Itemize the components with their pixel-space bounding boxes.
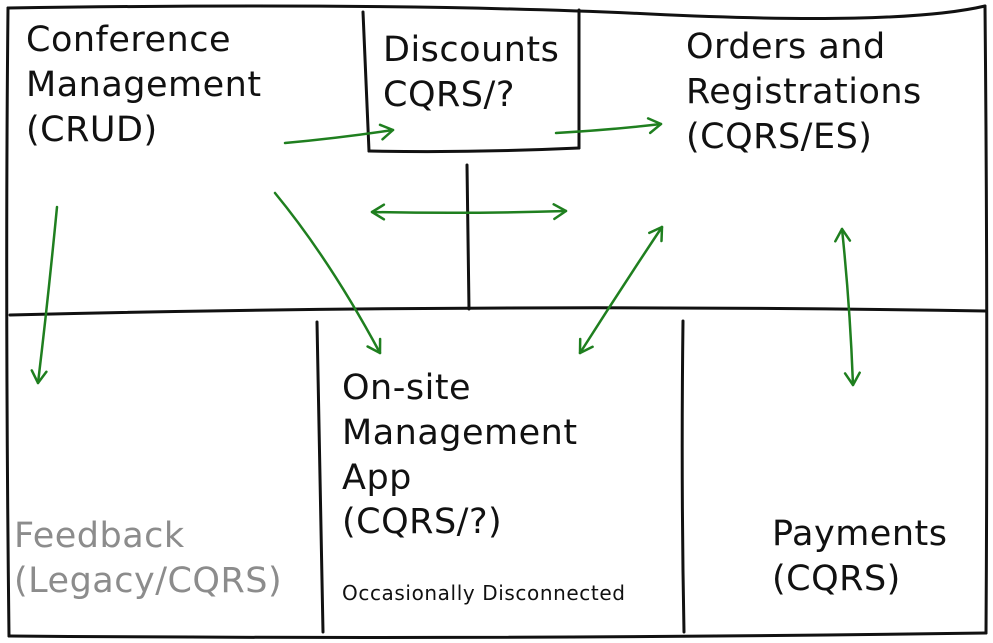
arrow-double-horizontal-head-end xyxy=(552,203,568,221)
arrow-double-horizontal xyxy=(370,209,568,215)
onsite-note: Occasionally Disconnected xyxy=(342,581,626,605)
arrow-conference-to-onsite-head-end xyxy=(366,337,382,355)
feedback-box-divider xyxy=(315,320,325,634)
discounts-box-left xyxy=(361,10,371,153)
discounts-line2: CQRS/? xyxy=(383,74,515,115)
payments-line1: Payments xyxy=(772,514,948,554)
onsite-line1: On-site xyxy=(342,368,472,408)
arrow-conference-to-discounts xyxy=(283,128,395,145)
payments-box-divider xyxy=(680,319,686,634)
context-discounts: Discounts CQRS/? xyxy=(383,28,559,118)
arrow-double-onsite-orders-head-start xyxy=(578,337,594,355)
arrow-double-onsite-orders xyxy=(578,225,664,355)
arrow-double-horizontal-head-start xyxy=(370,203,386,221)
orders-registrations-line2: Registrations xyxy=(686,71,922,112)
feedback-line2: (Legacy/CQRS) xyxy=(14,560,283,601)
context-orders-registrations: Orders and Registrations (CQRS/ES) xyxy=(686,25,922,159)
arrow-conference-to-onsite xyxy=(273,191,382,355)
arrow-conference-to-feedback-head-end xyxy=(30,369,48,385)
context-onsite-management: On-site Management App (CQRS/?) xyxy=(342,366,578,545)
horizontal-divider xyxy=(8,306,988,317)
onsite-line2: Management xyxy=(342,412,578,453)
outer-border-right xyxy=(983,4,989,635)
conference-management-line2: Management xyxy=(26,64,262,105)
arrow-conference-to-discounts-head-end xyxy=(378,123,395,141)
feedback-line1: Feedback xyxy=(14,516,185,556)
middle-vertical-divider xyxy=(465,163,471,311)
arrow-double-orders-payments-head-start xyxy=(834,227,852,243)
outer-border-left xyxy=(5,6,11,638)
orders-registrations-line3: (CQRS/ES) xyxy=(686,116,873,157)
onsite-line4: (CQRS/?) xyxy=(342,502,503,543)
arrow-discounts-to-orders-head-end xyxy=(646,117,663,135)
arrow-double-orders-payments xyxy=(840,227,855,387)
arrow-conference-to-feedback xyxy=(36,205,59,385)
arrow-double-onsite-orders-head-end xyxy=(648,225,664,243)
payments-line2: (CQRS) xyxy=(772,558,901,599)
onsite-line3: App xyxy=(342,457,412,498)
orders-registrations-line1: Orders and xyxy=(686,27,886,67)
outer-border-top xyxy=(6,4,987,20)
discounts-line1: Discounts xyxy=(383,30,560,70)
arrow-discounts-to-orders xyxy=(554,122,663,135)
conference-management-line1: Conference xyxy=(26,20,232,60)
outer-border-bottom xyxy=(7,631,988,639)
context-conference-management: Conference Management (CRUD) xyxy=(26,18,262,152)
context-feedback: Feedback (Legacy/CQRS) xyxy=(14,514,282,604)
arrow-double-orders-payments-head-end xyxy=(843,371,861,387)
context-payments: Payments (CQRS) xyxy=(772,512,947,602)
discounts-box-bottom xyxy=(367,146,581,154)
conference-management-line3: (CRUD) xyxy=(26,109,158,150)
